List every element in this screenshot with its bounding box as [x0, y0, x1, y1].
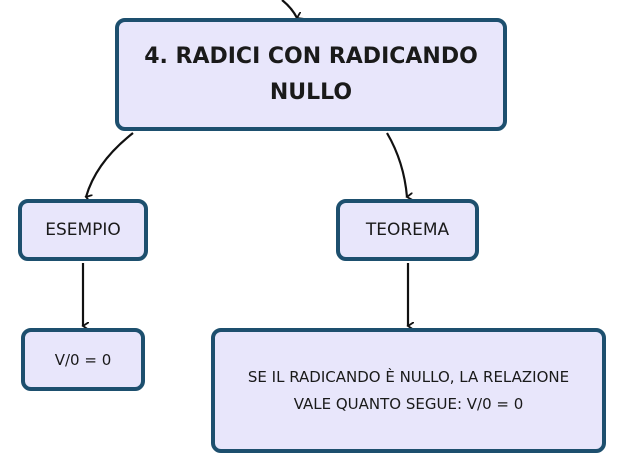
teorema-text: SE IL RADICANDO È NULLO, LA RELAZIONE VA… [247, 367, 570, 413]
connector-main-to-esempio [86, 132, 134, 197]
main-topic-node[interactable]: 4. RADICI CON RADICANDO NULLO [115, 18, 507, 131]
esempio-value-node[interactable]: V/0 = 0 [21, 328, 145, 391]
connector-main-to-teorema [386, 132, 407, 197]
teorema-node[interactable]: TEOREMA [336, 199, 479, 261]
incoming-connector [281, 0, 297, 18]
teorema-label: TEOREMA [365, 220, 450, 240]
esempio-value-text: V/0 = 0 [54, 350, 112, 369]
esempio-label: ESEMPIO [45, 220, 121, 240]
esempio-node[interactable]: ESEMPIO [18, 199, 148, 261]
teorema-text-node[interactable]: SE IL RADICANDO È NULLO, LA RELAZIONE VA… [211, 328, 606, 453]
main-topic-title: 4. RADICI CON RADICANDO NULLO [144, 43, 478, 105]
